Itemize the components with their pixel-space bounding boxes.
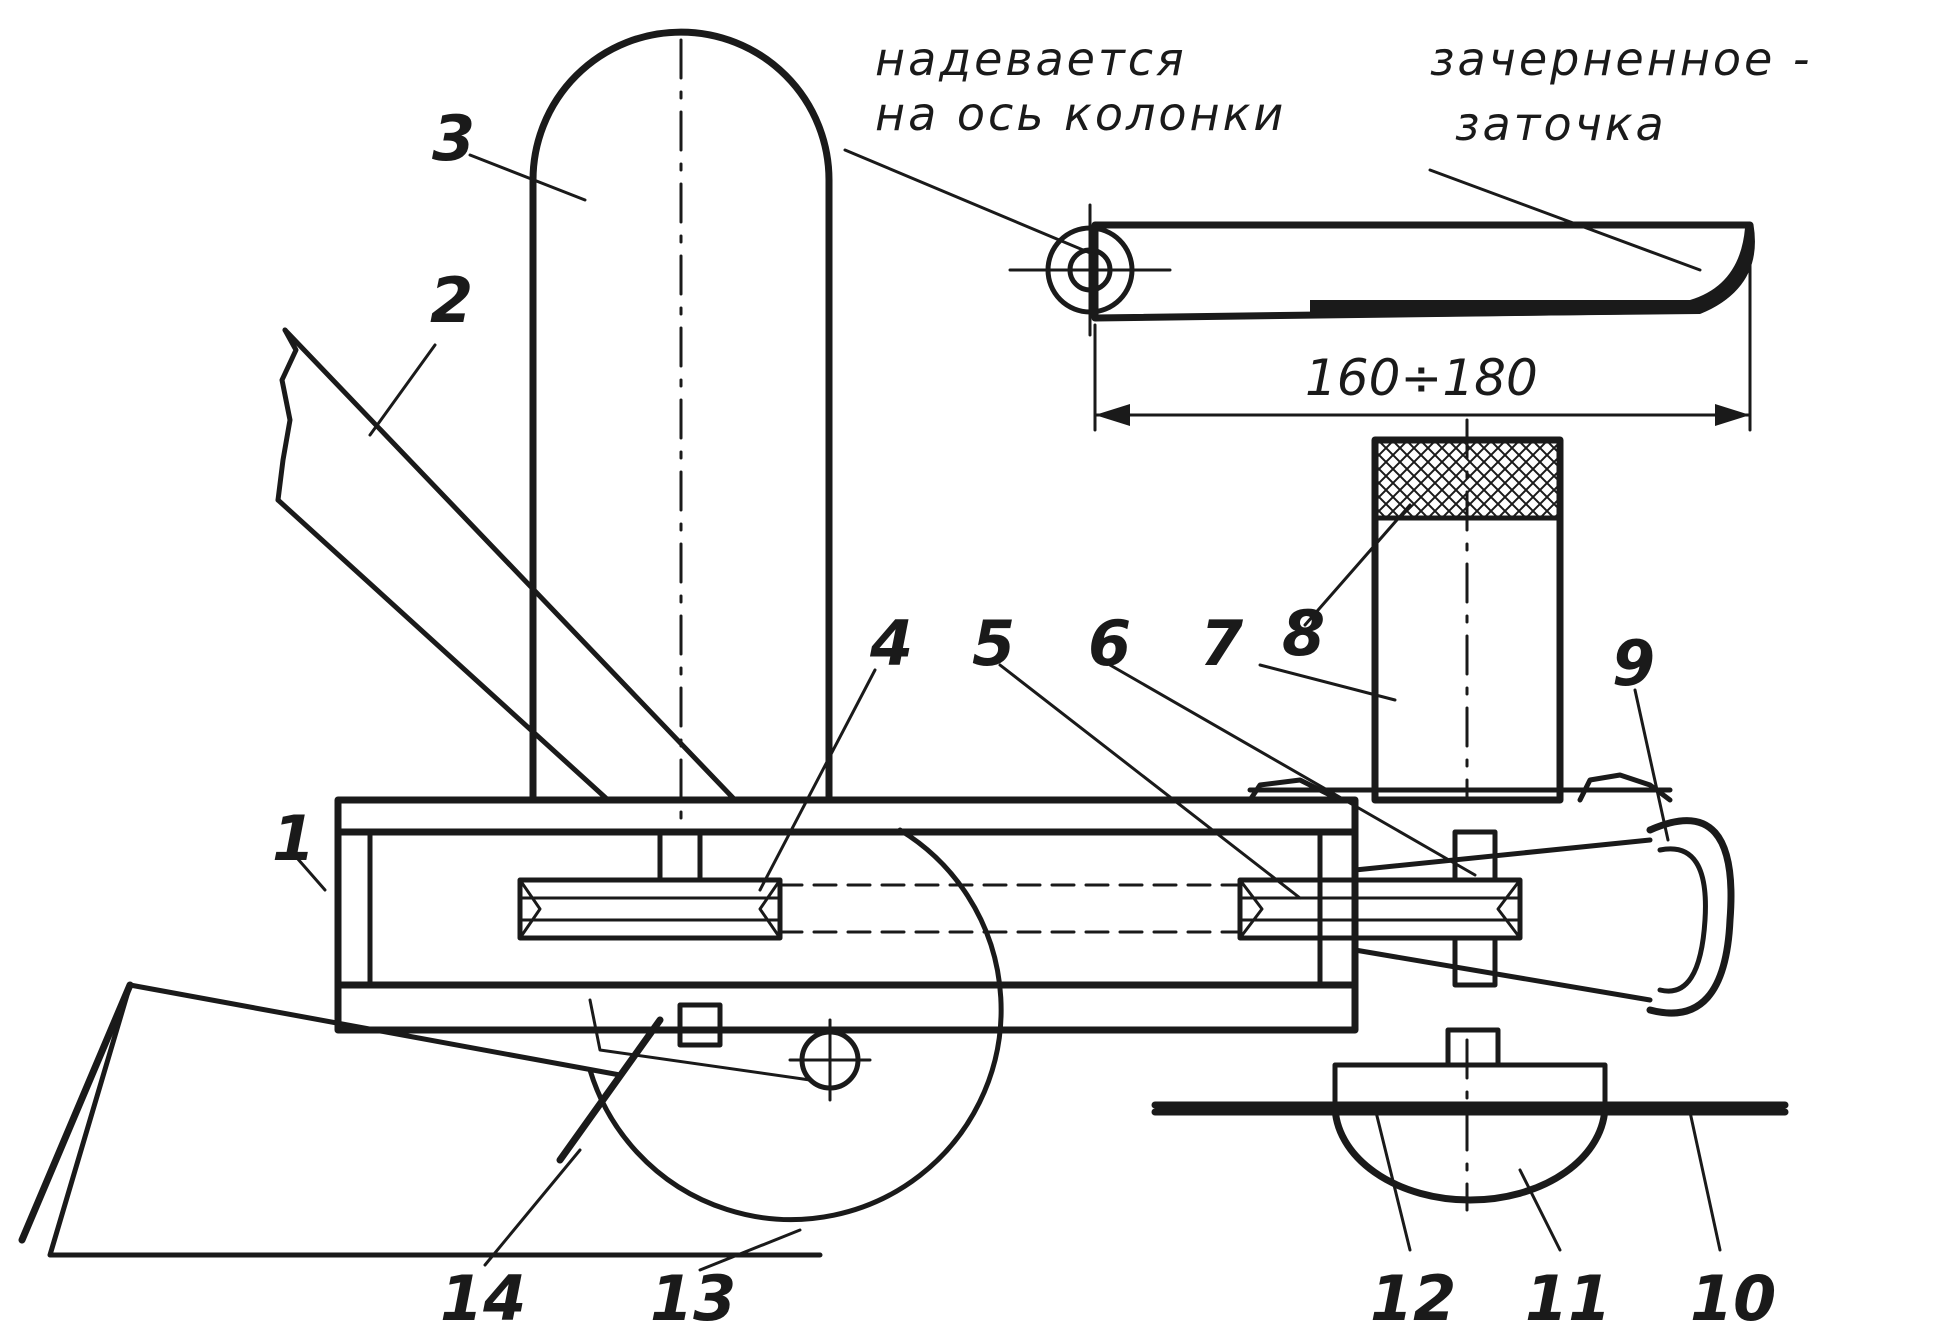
- part-14-lever: [556, 1002, 872, 1164]
- label-8: 8: [1282, 597, 1325, 670]
- label-14: 14: [440, 1262, 526, 1329]
- note-sharpening-line2: заточка: [1455, 97, 1667, 151]
- part-13-tray: [18, 981, 823, 1258]
- belt: [778, 883, 1242, 934]
- large-disc: [587, 827, 1004, 1223]
- note-axis-line2: на ось колонки: [875, 87, 1286, 141]
- label-11: 11: [1525, 1262, 1611, 1329]
- label-1: 1: [272, 802, 315, 875]
- label-6: 6: [1088, 607, 1131, 680]
- label-13: 13: [650, 1262, 736, 1329]
- part-1-housing: [334, 796, 1359, 1034]
- note-sharpening-line1: зачерненное -: [1430, 32, 1813, 86]
- note-axis-line1: надевается: [875, 32, 1187, 86]
- pulley-right: [1237, 829, 1523, 988]
- dimension-label: 160÷180: [1305, 349, 1538, 407]
- label-4: 4: [869, 607, 913, 680]
- part-3-upright: [529, 28, 833, 832]
- leader-lines: [288, 148, 1722, 1272]
- label-7: 7: [1200, 607, 1244, 680]
- lower-assembly: [1151, 1027, 1789, 1212]
- part-2-chute: [275, 327, 738, 803]
- label-2: 2: [430, 264, 473, 337]
- label-12: 12: [1370, 1262, 1456, 1329]
- label-3: 3: [432, 102, 475, 175]
- pulley-left: [517, 829, 783, 941]
- blade-detail: [1008, 203, 1755, 432]
- label-9: 9: [1612, 627, 1655, 700]
- label-5: 5: [972, 607, 1015, 680]
- part-7-column: [1247, 418, 1673, 804]
- label-10: 10: [1690, 1262, 1776, 1329]
- part-9-handle: [1352, 817, 1735, 1017]
